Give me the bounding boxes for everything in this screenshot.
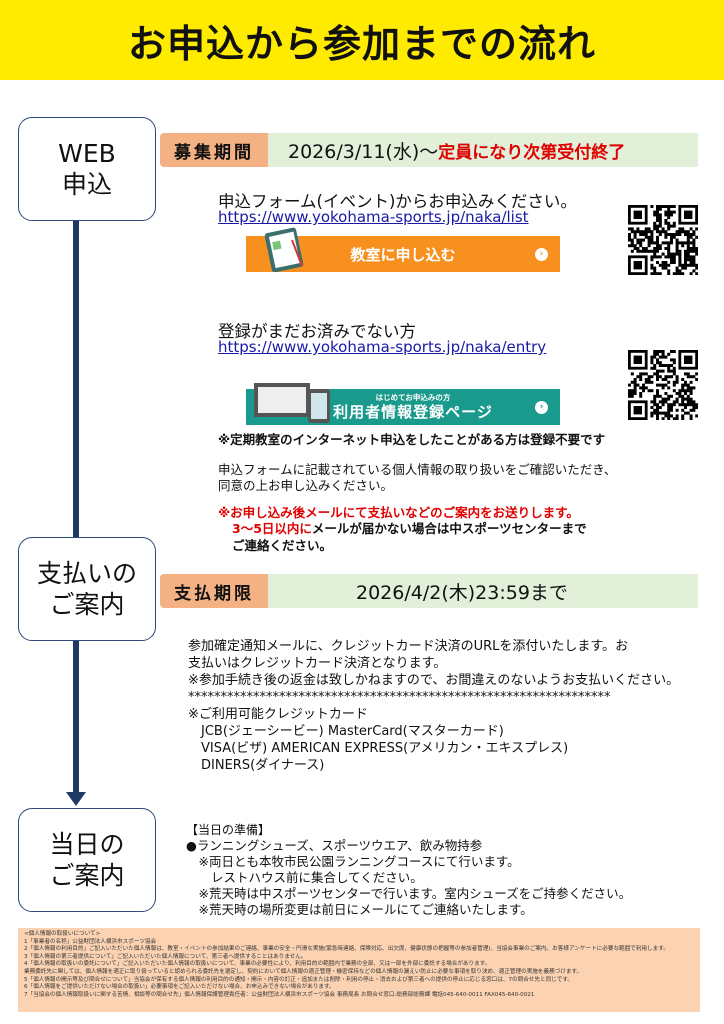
- payment-line: DINERS(ダイナース): [188, 758, 325, 773]
- register-text: 登録がまだお済みでない方: [218, 322, 416, 341]
- payment-line: VISA(ビザ) AMERICAN EXPRESS(アメリカン・エキスプレス): [188, 741, 569, 756]
- period-value: 2026/3/11(水)～: [288, 140, 439, 163]
- footer-line: 4「個人情報の取扱いの委託について」ご記入いただいた個人情報の取扱いについて、事…: [24, 961, 491, 968]
- page-title: お申込から参加までの流れ: [0, 0, 724, 80]
- step-label: ご案内: [49, 590, 125, 619]
- note-privacy-1: 申込フォームに記載されている個人情報の取り扱いをご確認いただき、: [218, 462, 617, 477]
- payment-info: 参加確定通知メールに、クレジットカード決済のURLを添付いたします。お 支払いは…: [188, 638, 679, 774]
- payment-line: JCB(ジェーシービー) MasterCard(マスターカード): [188, 724, 504, 739]
- privacy-footer: <個人情報の取扱いについて> 1「事業者の名称」公益財団法人横浜市スポーツ協会 …: [18, 928, 700, 1012]
- note-email-3: ご連絡ください。: [232, 538, 333, 553]
- day-line: レストハウス前に集合してください。: [186, 870, 423, 885]
- day-line: ※両日とも本牧市民公園ランニングコースにて行います。: [186, 854, 520, 869]
- day-line: ※荒天時の場所変更は前日にメールにてご連絡いたします。: [186, 902, 533, 917]
- clipboard-icon: [262, 226, 308, 273]
- payment-line: ※参加手続き後の返金は致しかねますので、お間違えのないようお支払いください。: [188, 673, 680, 688]
- footer-line: 3「個人情報の第三者提供について」ご記入いただいた個人情報について、第三者へ提供…: [24, 953, 307, 960]
- day-line: ※荒天時は中スポーツセンターで行います。室内シューズをご持参ください。: [186, 886, 632, 901]
- flow-line: [73, 220, 79, 538]
- arrow-down-icon: [66, 792, 86, 806]
- chevron-right-icon: ›: [535, 247, 548, 261]
- register-url-link[interactable]: https://www.yokohama-sports.jp/naka/entr…: [218, 338, 547, 356]
- form-text: 申込フォーム(イベント)からお申込みください。: [218, 192, 577, 211]
- footer-line: 7「当協会の個人情報取扱いに関する苦情、相談等の問合せ先」個人情報保護管理責任者…: [24, 991, 535, 998]
- computer-devices-icon: [252, 381, 332, 425]
- footer-line: 5「個人情報の開示等及び問合せについて」当協会が保有する個人情報の利用目的の通知…: [24, 976, 573, 983]
- period-band: 2026/3/11(水)～定員になり次第受付終了: [268, 133, 698, 167]
- footer-line: 6「個人情報をご提供いただけない場合の取扱い」必要事項をご記入いただけない場合、…: [24, 984, 335, 991]
- apply-button-label: 教室に申し込む: [350, 245, 456, 264]
- payment-line: ※ご利用可能クレジットカード: [188, 707, 368, 722]
- register-button-label: 利用者情報登録ページ: [333, 402, 493, 421]
- deadline-label: 支払期限: [160, 574, 268, 608]
- step-label: 当日の: [49, 829, 125, 859]
- note-registration: ※定期教室のインターネット申込をしたことがある方は登録不要です: [218, 432, 606, 447]
- note-email-2: メールが届かない場合は中スポーツセンターまで: [311, 521, 587, 536]
- note-privacy-2: 同意の上お申し込みください。: [218, 478, 394, 493]
- footer-line: <個人情報の取扱いについて>: [24, 931, 101, 937]
- day-info: 【当日の準備】 ●ランニングシューズ、スポーツウエア、飲み物持参 ※両日とも本牧…: [186, 822, 631, 918]
- payment-line: ****************************************…: [188, 690, 611, 705]
- period-end-note: 定員になり次第受付終了: [438, 142, 626, 163]
- payment-line: 支払いはクレジットカード決済となります。: [188, 656, 447, 671]
- footer-line: 2「個人情報の利用目的」ご記入いただいた個人情報は、教室・イベントの参加結果のご…: [24, 946, 669, 953]
- step-payment: 支払いのご案内: [18, 537, 156, 641]
- deadline-value: 2026/4/2(木)23:59まで: [268, 574, 698, 608]
- period-label: 募集期間: [160, 133, 268, 167]
- step-label: WEB: [58, 138, 116, 168]
- apply-button[interactable]: 教室に申し込む ›: [246, 227, 560, 273]
- flow-line: [73, 640, 79, 795]
- footer-line: 1「事業者の名称」公益財団法人横浜市スポーツ協会: [24, 938, 157, 945]
- note-email-1: ※お申し込み後メールにて支払いなどのご案内をお送りします。: [218, 505, 579, 520]
- step-label: 支払いの: [36, 558, 137, 588]
- register-button[interactable]: はじめてお申込みの方 利用者情報登録ページ ›: [246, 383, 560, 425]
- qr-code-register[interactable]: [628, 350, 699, 421]
- step-label: 申込: [61, 170, 112, 199]
- chevron-right-icon: ›: [535, 400, 548, 414]
- qr-code-form[interactable]: [628, 205, 699, 276]
- step-label: ご案内: [49, 861, 125, 890]
- payment-line: 参加確定通知メールに、クレジットカード決済のURLを添付いたします。お: [188, 639, 629, 654]
- day-line: 【当日の準備】: [186, 823, 271, 837]
- footer-line: 業務委託先に関しては、個人情報を適正に取り扱っていると認められる委託先を選定し、…: [24, 968, 583, 975]
- day-line: ●ランニングシューズ、スポーツウエア、飲み物持参: [186, 838, 483, 853]
- form-url-link[interactable]: https://www.yokohama-sports.jp/naka/list: [218, 208, 529, 226]
- step-day: 当日のご案内: [18, 808, 156, 912]
- register-button-sublabel: はじめてお申込みの方: [375, 393, 451, 403]
- note-email-days: 3～5日以内に: [232, 521, 312, 536]
